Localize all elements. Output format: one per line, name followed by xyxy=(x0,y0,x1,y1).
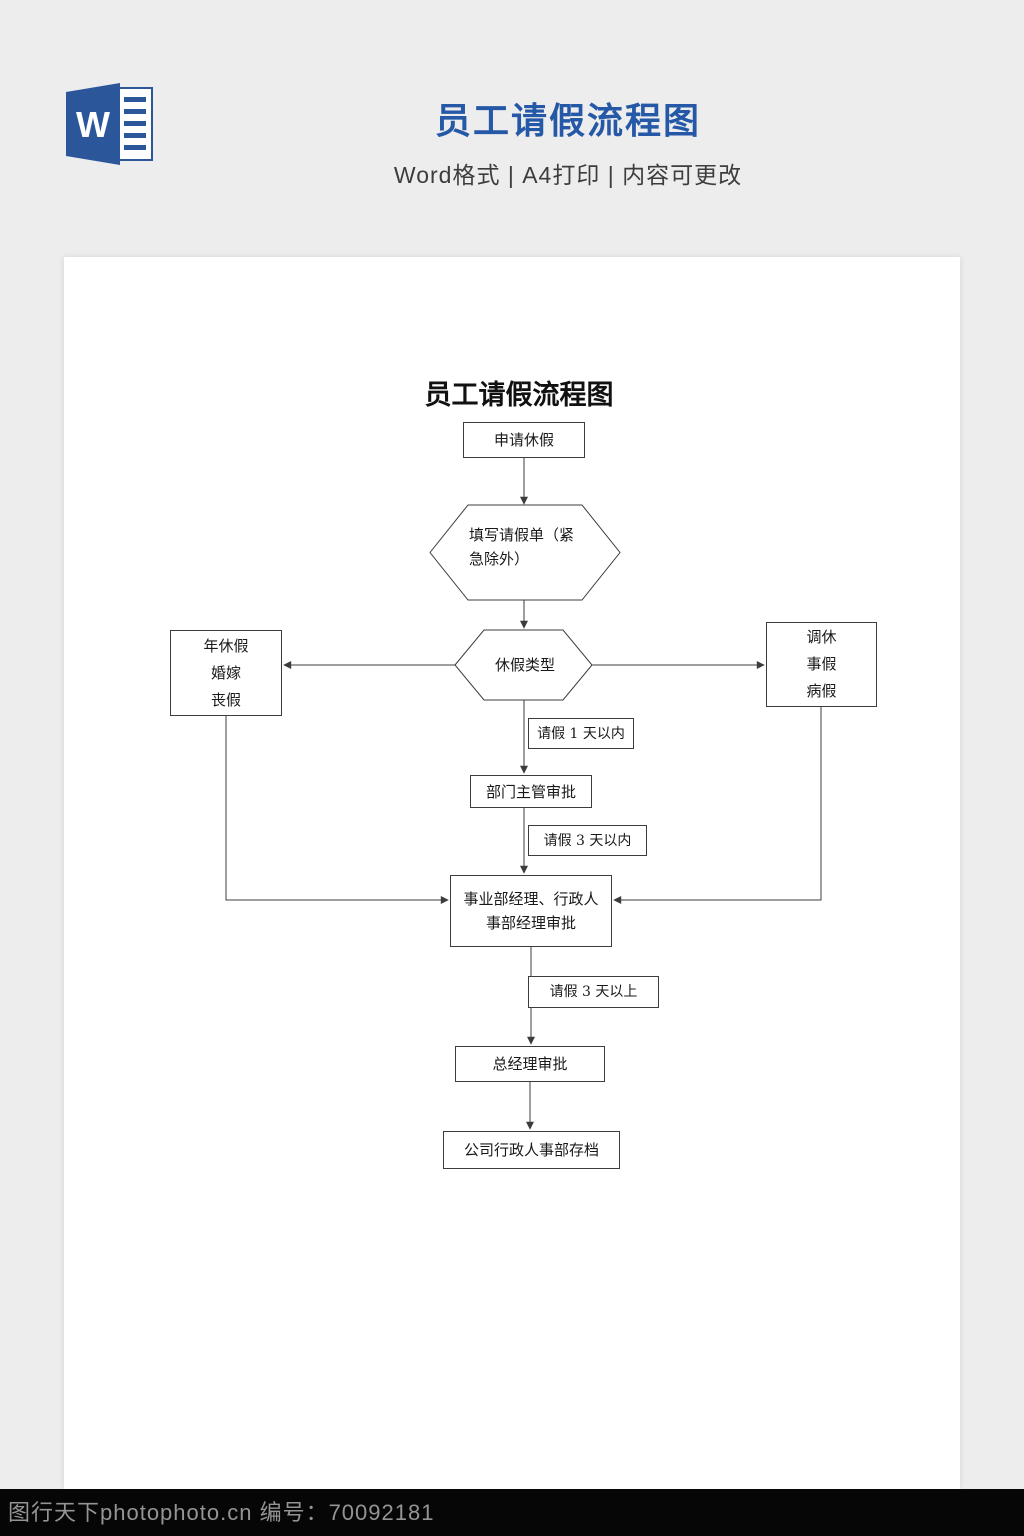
flowchart-connectors xyxy=(225,458,822,1130)
node-hr-archive: 公司行政人事部存档 xyxy=(443,1131,620,1169)
label-within-1-day: 请假 1 天以内 xyxy=(528,718,634,749)
node-bu-hr-manager-approval: 事业部经理、行政人事部经理审批 xyxy=(450,875,612,947)
node-annual-marriage-funeral: 年休假 婚嫁 丧假 xyxy=(170,630,282,716)
watermark-text: 图行天下photophoto.cn 编号：70092181 xyxy=(8,1500,435,1525)
page-title: 员工请假流程图 xyxy=(434,100,701,141)
node-leave-type-text: 休假类型 xyxy=(494,656,555,674)
word-doc-lines xyxy=(124,97,146,150)
flowchart-title: 员工请假流程图 xyxy=(424,380,614,411)
word-logo-icon: W xyxy=(60,80,160,168)
label-within-3-days: 请假 3 天以内 xyxy=(528,825,647,856)
node-dept-supervisor-approval: 部门主管审批 xyxy=(470,775,592,808)
watermark-bar: 图行天下photophoto.cn 编号：70092181 xyxy=(0,1489,1024,1536)
word-logo-letter: W xyxy=(76,104,110,145)
document-page: 员工请假流程图 申请休假 填写请假单（紧急除外） 休假类型 年休假 婚嫁 丧假 … xyxy=(64,257,960,1489)
node-gm-approval: 总经理审批 xyxy=(455,1046,605,1082)
node-apply-leave: 申请休假 xyxy=(463,422,585,458)
node-adjust-personal-sick: 调休 事假 病假 xyxy=(766,622,877,707)
connector-annual-to-bu xyxy=(225,716,449,904)
connector-adjust-to-bu xyxy=(613,707,822,904)
page-subtitle: Word格式 | A4打印 | 内容可更改 xyxy=(393,162,743,188)
node-fill-form-text: 填写请假单（紧急除外） xyxy=(469,526,575,568)
fill-form-hexagon xyxy=(429,504,621,601)
label-over-3-days: 请假 3 天以上 xyxy=(528,976,659,1008)
node-bu-hr-manager-approval-text: 事业部经理、行政人事部经理审批 xyxy=(463,890,599,932)
word-cover-panel xyxy=(66,83,120,165)
